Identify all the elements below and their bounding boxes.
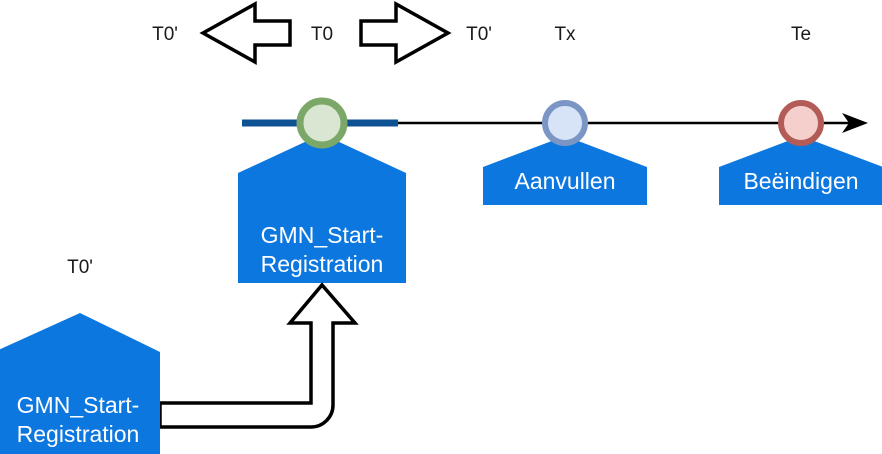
node-gmn-start-registration-main-shape[interactable] — [238, 134, 406, 283]
timeline-arrowhead-icon — [842, 113, 868, 133]
node-aanvullen[interactable]: Aanvullen — [483, 136, 647, 205]
timeline-marker-end-icon[interactable] — [778, 100, 824, 146]
node-beeindigen-shape[interactable] — [719, 136, 882, 205]
node-beeindigen[interactable]: Beëindigen — [719, 136, 882, 205]
node-aanvullen-label: Aanvullen — [514, 168, 615, 194]
node-gmn-start-registration-main[interactable]: GMN_Start- Registration — [238, 134, 406, 283]
timeline-label-te: Te — [791, 24, 811, 45]
timeline-label-t0-prime-left: T0' — [152, 24, 178, 45]
timeline-label-t0: T0 — [311, 24, 333, 45]
node-gmn-start-registration-alt-line1: GMN_Start- — [17, 392, 140, 418]
node-gmn-start-registration-main-line1: GMN_Start- — [261, 222, 384, 248]
timeline-marker-start-icon[interactable] — [296, 97, 348, 149]
shift-left-arrow-icon — [199, 1, 292, 65]
node-gmn-start-registration-alt-caption: T0' — [67, 257, 93, 278]
node-gmn-start-registration-main-line2: Registration — [261, 251, 384, 277]
node-gmn-start-registration-alt[interactable]: GMN_Start- Registration — [0, 313, 160, 454]
timeline-marker-supplement-icon[interactable] — [542, 100, 588, 146]
shift-right-arrow-icon — [359, 1, 452, 65]
timeline-label-tx: Tx — [554, 24, 576, 45]
node-gmn-start-registration-alt-shape[interactable] — [0, 313, 160, 454]
node-beeindigen-label: Beëindigen — [743, 168, 858, 194]
node-gmn-start-registration-alt-line2: Registration — [17, 421, 140, 447]
alt-registration-to-main-arrow-icon — [158, 282, 359, 429]
timeline-label-t0-prime-right: T0' — [466, 24, 492, 45]
node-aanvullen-shape[interactable] — [483, 136, 647, 205]
